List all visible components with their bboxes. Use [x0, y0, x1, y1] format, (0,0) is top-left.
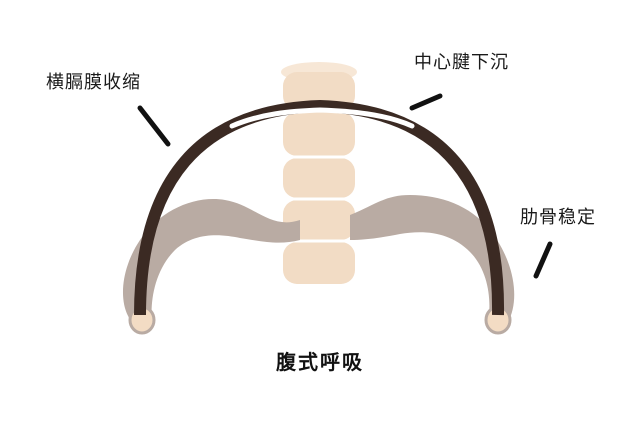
pointer-rib [533, 241, 553, 279]
right-rib-body [350, 195, 515, 322]
label-central-tendon: 中心腱下沉 [414, 52, 509, 73]
pointer-tendon [409, 93, 443, 111]
label-rib-stable: 肋骨稳定 [520, 207, 596, 228]
spine [281, 62, 357, 284]
vertebra [283, 112, 355, 156]
diaphragm-dome [134, 99, 505, 316]
vertebra [283, 72, 355, 110]
left-rib-body [122, 199, 300, 322]
vertebra [283, 200, 355, 240]
central-tendon [229, 107, 415, 129]
pointer-diaphragm [137, 105, 171, 147]
label-diaphragm-contraction: 横膈膜收缩 [46, 72, 141, 93]
vertebra [283, 158, 355, 198]
caption-abdominal-breathing: 腹式呼吸 [276, 350, 364, 374]
vertebra [283, 242, 355, 284]
